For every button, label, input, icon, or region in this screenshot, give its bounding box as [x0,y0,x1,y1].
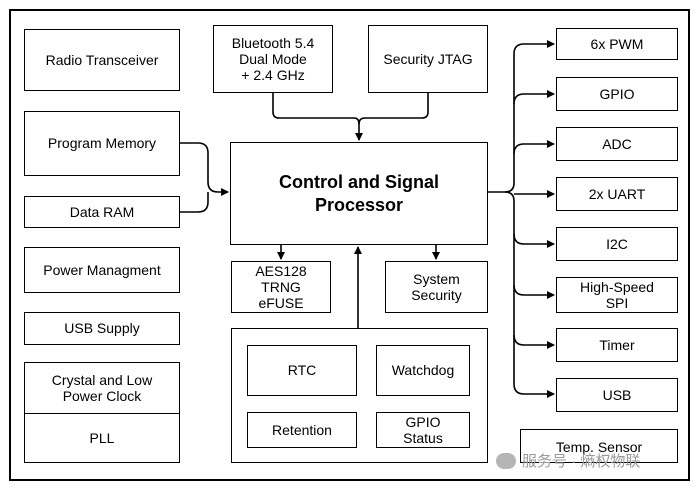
security-jtag-block: Security JTAG [368,25,488,93]
peripheral-spi-block: High-Speed SPI [556,277,678,313]
power-management-block: Power Managment [24,247,180,293]
chat-bubble-icon [496,452,516,469]
always-on-group [231,328,488,463]
peripheral-usb-block: USB [556,378,678,412]
chip-boundary [9,9,690,481]
peripheral-pwm-block: 6x PWM [556,28,678,60]
peripheral-gpio-block: GPIO [556,77,678,111]
rtc-block: RTC [247,345,357,396]
radio-transceiver-block: Radio Transceiver [24,29,180,91]
data-ram-block: Data RAM [24,196,180,228]
peripheral-timer-block: Timer [556,328,678,362]
watermark-text: 服务号 · 熵权物联 [522,453,641,470]
peripheral-adc-block: ADC [556,127,678,161]
aes-trng-efuse-block: AES128 TRNG eFUSE [231,261,331,313]
crystal-clock-block: Crystal and Low Power Clock [24,362,180,414]
program-memory-block: Program Memory [24,111,180,176]
pll-block: PLL [24,413,180,463]
peripheral-uart-block: 2x UART [556,177,678,211]
bluetooth-block: Bluetooth 5.4 Dual Mode + 2.4 GHz [213,25,333,93]
watermark: 服务号 · 熵权物联 [496,450,640,471]
temp-sensor-block: Temp. Sensor [520,429,678,463]
control-signal-processor-block: Control and Signal Processor [230,142,488,245]
retention-block: Retention [247,412,357,448]
peripheral-i2c-block: I2C [556,227,678,261]
system-security-block: System Security [385,261,488,313]
watchdog-block: Watchdog [376,345,470,396]
gpio-status-block: GPIO Status [376,412,470,448]
usb-supply-block: USB Supply [24,312,180,345]
